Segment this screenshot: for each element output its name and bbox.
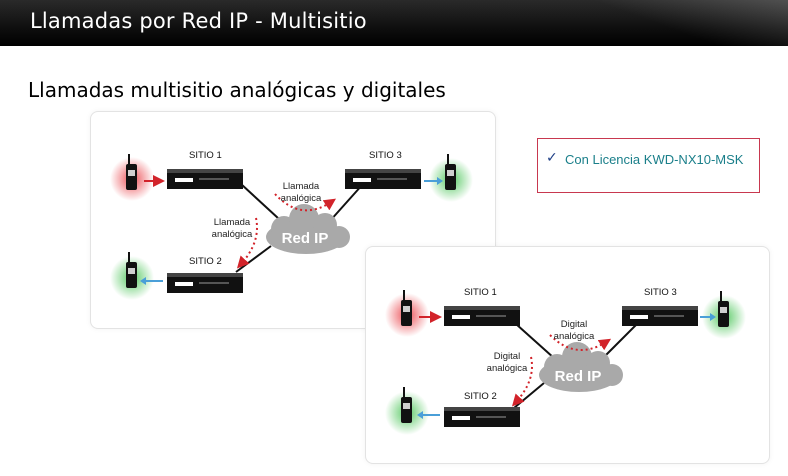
digital-diagram: Red IP SITIO 1 SITIO 2 SITIO 3 Digital a…	[385, 287, 746, 435]
slide-title: Llamadas por Red IP - Multisitio	[30, 9, 367, 33]
slide-subtitle: Llamadas multisitio analógicas y digital…	[28, 78, 446, 102]
site2-label: SITIO 2	[464, 391, 497, 402]
radio-icon	[110, 154, 154, 201]
radio-icon	[702, 291, 746, 339]
radio-icon	[429, 154, 473, 202]
license-callout: ✓ Con Licencia KWD-NX10-MSK	[537, 138, 760, 193]
repeater-site3	[345, 169, 421, 189]
call-label-top-1: Llamada	[283, 181, 320, 192]
site3-label: SITIO 3	[644, 287, 677, 298]
radio-icon	[385, 290, 429, 337]
call-label-top-2: analógica	[554, 331, 595, 342]
repeater-site2	[167, 273, 243, 293]
call-label-left-2: analógica	[487, 363, 528, 374]
radio-icon	[385, 387, 429, 435]
radio-icon	[110, 252, 154, 300]
site2-label: SITIO 2	[189, 256, 222, 267]
cloud-label: Red IP	[282, 230, 329, 247]
analog-diagram-panel: Red IP SITIO 1 SITIO 2 SITIO 3	[90, 111, 496, 329]
repeater-site1	[444, 306, 520, 326]
repeater-site2	[444, 407, 520, 427]
call-label-left-1: Digital	[494, 351, 520, 362]
title-bar: Llamadas por Red IP - Multisitio	[0, 0, 788, 46]
site1-label: SITIO 1	[464, 287, 497, 298]
checkmark-icon: ✓	[546, 150, 558, 166]
site1-label: SITIO 1	[189, 150, 222, 161]
repeater-site3	[622, 306, 698, 326]
cloud-label: Red IP	[555, 368, 602, 385]
digital-diagram-panel: Red IP SITIO 1 SITIO 2 SITIO 3 Digital a…	[365, 246, 770, 464]
ip-cloud: Red IP	[539, 342, 623, 392]
repeater-site1	[167, 169, 243, 189]
call-label-left-2: analógica	[212, 229, 253, 240]
ip-cloud: Red IP	[266, 204, 350, 254]
call-label-left-1: Llamada	[214, 217, 251, 228]
site3-label: SITIO 3	[369, 150, 402, 161]
license-text: Con Licencia KWD-NX10-MSK	[565, 152, 744, 167]
call-label-top-1: Digital	[561, 319, 587, 330]
analog-diagram: Red IP SITIO 1 SITIO 2 SITIO 3	[110, 150, 473, 300]
call-label-top-2: analógica	[281, 193, 322, 204]
